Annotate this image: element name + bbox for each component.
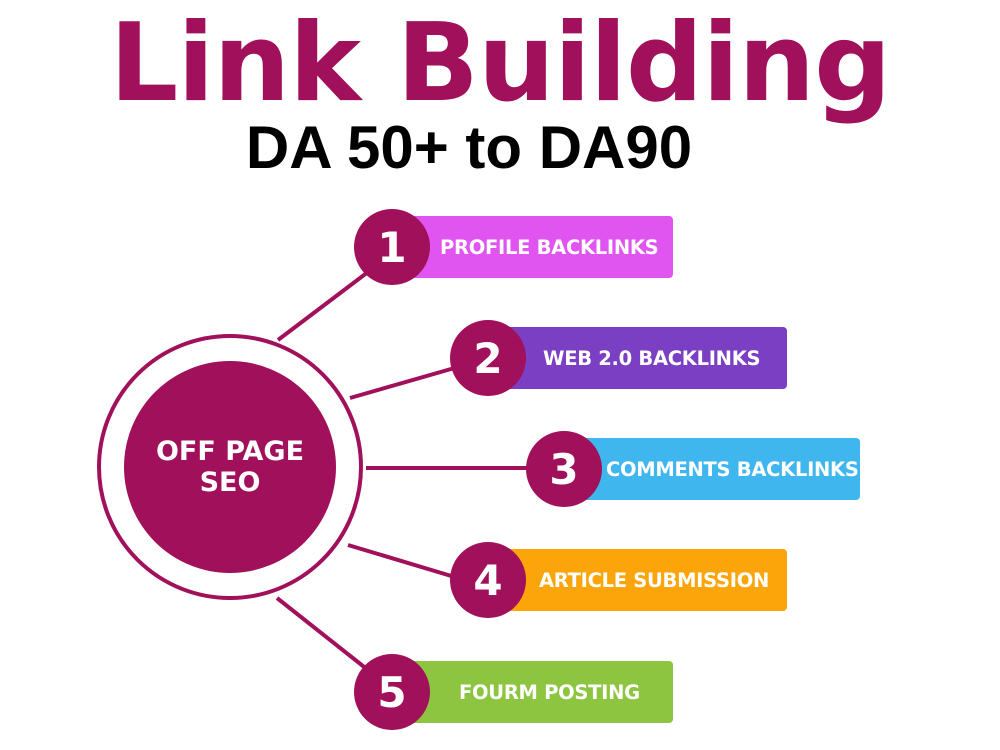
hub-circle: OFF PAGE SEO <box>124 361 336 573</box>
item-number-4: 4 <box>473 555 503 605</box>
item-number-badge-3: 3 <box>526 431 602 507</box>
page-title: Link Building <box>109 1 892 126</box>
item-bar-5: FOURM POSTING <box>392 661 673 723</box>
item-number-badge-4: 4 <box>450 542 526 618</box>
hub-label-line2: SEO <box>199 467 261 498</box>
connector-line-5 <box>275 596 370 672</box>
item-number-1: 1 <box>377 222 407 272</box>
item-bar-4: ARTICLE SUBMISSION <box>488 549 787 611</box>
item-number-2: 2 <box>473 333 503 383</box>
item-number-5: 5 <box>377 667 407 717</box>
item-label-3: COMMENTS BACKLINKS <box>606 457 859 481</box>
item-label-1: PROFILE BACKLINKS <box>440 235 659 259</box>
item-bar-3: COMMENTS BACKLINKS <box>564 438 860 500</box>
page-subtitle: DA 50+ to DA90 <box>245 114 693 181</box>
connector-line-2 <box>349 365 459 400</box>
connector-line-4 <box>347 543 459 580</box>
item-number-badge-2: 2 <box>450 320 526 396</box>
hub-label-line1: OFF PAGE <box>155 435 305 467</box>
item-number-3: 3 <box>549 444 579 494</box>
item-bar-1: PROFILE BACKLINKS <box>392 216 673 278</box>
item-label-2: WEB 2.0 BACKLINKS <box>543 346 761 370</box>
item-bar-2: WEB 2.0 BACKLINKS <box>488 327 787 389</box>
item-label-4: ARTICLE SUBMISSION <box>539 568 769 592</box>
item-number-badge-1: 1 <box>354 209 430 285</box>
item-label-5: FOURM POSTING <box>459 680 640 704</box>
item-number-badge-5: 5 <box>354 654 430 730</box>
connector-line-1 <box>276 270 370 342</box>
